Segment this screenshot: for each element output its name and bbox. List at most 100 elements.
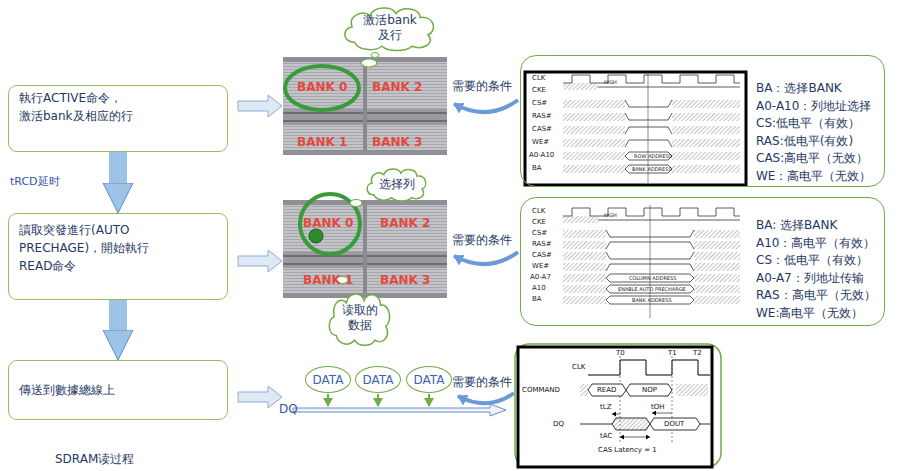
read-waveform	[588, 384, 626, 396]
signal-name: CAS#	[532, 126, 552, 133]
cloud-outline	[329, 294, 389, 345]
read-waveform	[580, 424, 612, 425]
condition-list: BA：选择BANKA0-A10：列地址选择CS:低电平（有效）RAS:低电平(有…	[756, 80, 871, 185]
flow-arrow	[238, 386, 282, 408]
timing-diagram	[694, 274, 740, 282]
timing-diagram	[563, 263, 606, 271]
bank-label: BANK 2	[372, 81, 422, 93]
waveform-label: DQ	[553, 421, 564, 428]
data-oval: DATA	[355, 366, 401, 393]
data-oval: DATA	[406, 366, 452, 393]
process-box: 讀取突發進行(AUTO PRECHAGE)，開始執行 READ命令	[8, 213, 228, 300]
node-text: WE：高电平（无效）	[756, 168, 871, 186]
read-waveform	[580, 384, 588, 396]
data-drop-arrow	[428, 394, 430, 406]
process-box: 執行ACTIVE命令， 激活bank及相应的行	[8, 85, 228, 152]
timing-diagram	[598, 220, 740, 221]
waveform-label: CAS Latency = 1	[598, 447, 657, 454]
timing-diagram	[625, 127, 672, 134]
memory-chip	[283, 57, 447, 155]
cloud-text-holder: 激活bank 及行	[340, 4, 440, 52]
memory-chip	[283, 200, 447, 298]
memory-chip	[283, 200, 447, 298]
timing-diagram	[563, 152, 625, 160]
read-waveform	[588, 360, 710, 375]
timing-diagram	[563, 274, 606, 282]
timing-diagram	[672, 126, 740, 134]
timing-diagram	[525, 72, 746, 185]
timing-diagram	[563, 205, 740, 318]
timing-diagram	[672, 165, 740, 173]
read-waveform	[652, 413, 672, 414]
node-text: BA: 选择BANK	[756, 217, 876, 235]
timing-diagram	[672, 100, 740, 108]
timing-diagram	[694, 241, 740, 249]
bus-value: COLUMN ADDRESS	[629, 276, 676, 281]
node-text: DATA	[414, 373, 445, 387]
callout-bubble	[350, 200, 362, 207]
condition-list: BA: 选择BANKA10：高电平（有效）CS：低电平（有效）A0-A7：列地址…	[756, 217, 876, 322]
signal-name: WE#	[532, 139, 549, 146]
bus-value: HIGH	[604, 213, 617, 218]
flow-connector	[109, 300, 127, 332]
timing-diagram	[563, 208, 740, 216]
read-waveform	[676, 384, 708, 396]
timing-diagram	[563, 241, 606, 249]
bank-label: BANK 3	[372, 136, 422, 148]
timing-diagram	[625, 140, 672, 147]
condition-arrow	[458, 393, 514, 403]
read-waveform	[626, 384, 672, 396]
timing-diagram	[563, 216, 598, 223]
waveform-label: tOH	[651, 404, 665, 411]
timing-diagram	[672, 113, 740, 121]
node-text: A10：高电平（有效）	[756, 235, 876, 253]
callout-cloud: 读取的 数据	[326, 289, 394, 347]
signal-name: CLK	[532, 208, 545, 215]
node-text: A0-A10：列地址选择	[756, 98, 871, 116]
signal-name: A0-A10	[529, 152, 554, 159]
memory-chip	[363, 57, 367, 155]
signal-name: CS#	[532, 100, 547, 107]
signal-name: BA	[532, 296, 542, 303]
read-waveform	[612, 414, 620, 415]
timing-diagram	[672, 139, 740, 147]
timing-diagram	[598, 87, 740, 88]
node-text: RAS：高电平（无效）	[756, 287, 876, 305]
signal-name: CKE	[532, 87, 546, 94]
flow-connector	[109, 152, 127, 185]
timing-diagram	[563, 285, 606, 293]
memory-chip	[283, 293, 447, 298]
timing-diagram	[694, 296, 740, 304]
memory-chip	[363, 200, 367, 298]
timing-diagram	[672, 152, 740, 160]
column-dot	[309, 229, 323, 243]
signal-name: CKE	[532, 219, 546, 226]
condition-label: 需要的条件	[452, 80, 512, 92]
timing-diagram	[563, 252, 606, 260]
waveform-label: COMMAND	[522, 387, 560, 394]
node-text: 讀取突發進行(AUTO PRECHAGE)，開始執行 READ命令	[19, 221, 169, 275]
waveform-label: T2	[693, 350, 702, 357]
timing-diagram	[625, 152, 672, 160]
node-text: 激活bank 及行	[358, 13, 422, 43]
waveform-label: DOUT	[664, 421, 684, 428]
read-waveform	[518, 347, 712, 467]
waveform-label: T1	[668, 350, 677, 357]
read-waveform	[518, 347, 712, 467]
data-drop-arrow	[377, 394, 379, 406]
read-waveform	[620, 437, 650, 438]
timing-diagram	[563, 126, 625, 134]
node-text: A0-A7：列地址传输	[756, 270, 876, 288]
node-text: DATA	[363, 373, 394, 387]
timing-diagram	[563, 75, 740, 83]
signal-name: CAS#	[532, 252, 552, 259]
node-text: 读取的 数据	[340, 303, 380, 333]
callout-cloud: 激活bank 及行	[340, 4, 440, 52]
condition-arrow	[454, 100, 518, 112]
bus-value: ENABLE AUTO PRECHARGE	[618, 287, 686, 292]
cloud-outline	[367, 169, 426, 201]
cloud-text-holder: 读取的 数据	[326, 289, 394, 347]
bus-value: ROW ADDRESS	[634, 154, 672, 159]
data-oval: DATA	[305, 366, 351, 393]
flow-arrow	[238, 95, 282, 117]
